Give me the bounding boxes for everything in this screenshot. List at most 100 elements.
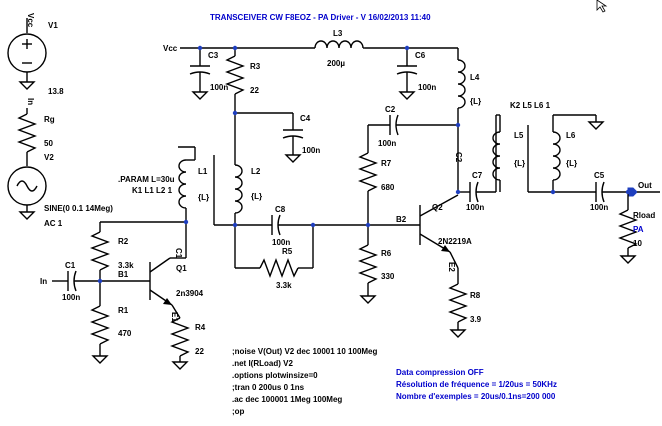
ac-directive: .ac dec 100001 1Meg 100Meg	[232, 395, 342, 404]
q1-label: Q1	[176, 264, 187, 273]
c3-label: C3	[208, 51, 219, 60]
c2-label: C2	[385, 105, 396, 114]
r6-value: 330	[381, 272, 395, 281]
rload-value: 10	[633, 239, 642, 248]
rg-resistor[interactable]	[17, 108, 37, 166]
r7-value: 680	[381, 183, 395, 192]
c5-value: 100n	[590, 203, 608, 212]
c8-value: 100n	[272, 238, 290, 247]
l1-label: L1	[198, 167, 208, 176]
e1-net-label: E1	[170, 312, 179, 322]
vcc-net-label: Vcc	[163, 44, 178, 53]
q2-value: 2N2219A	[438, 237, 472, 246]
samples-note: Nombre d'exemples = 20us/0.1ns=200 000	[396, 392, 556, 401]
r4-resistor[interactable]	[170, 317, 190, 370]
c7-value: 100n	[466, 203, 484, 212]
l2-label: L2	[251, 167, 261, 176]
r2-value: 3.3k	[118, 261, 134, 270]
c8-label: C8	[275, 205, 286, 214]
l4-label: L4	[470, 73, 480, 82]
c6-value: 100n	[418, 83, 436, 92]
r7-resistor[interactable]	[358, 152, 378, 224]
rload-resistor[interactable]	[618, 192, 638, 264]
q2-transistor[interactable]	[419, 194, 459, 269]
r8-label: R8	[470, 291, 481, 300]
op-directive: ;op	[232, 407, 245, 416]
c1-capacitor[interactable]	[52, 270, 150, 292]
c6-label: C6	[415, 51, 426, 60]
c1-net-label: C1	[174, 248, 183, 259]
q1-transistor[interactable]	[149, 222, 187, 319]
v2-ac: AC 1	[44, 219, 63, 228]
l4-inductor[interactable]	[457, 48, 466, 192]
c2-capacitor[interactable]	[367, 114, 458, 153]
c4-value: 100n	[302, 146, 320, 155]
r4-value: 22	[195, 347, 204, 356]
c4-capacitor[interactable]	[235, 112, 304, 163]
param-directive: .PARAM L=30u	[118, 175, 175, 184]
v2-label: V2	[44, 153, 54, 162]
r3-value: 22	[250, 86, 259, 95]
l6-label: L6	[566, 131, 576, 140]
k2-directive: K2 L5 L6 1	[510, 101, 551, 110]
v1-source[interactable]	[7, 18, 47, 90]
v1-value: 13.8	[48, 87, 64, 96]
l3-value: 200µ	[327, 59, 345, 68]
c3-capacitor[interactable]	[189, 48, 211, 100]
l3-label: L3	[333, 29, 343, 38]
b2-net-label: B2	[396, 215, 407, 224]
r3-resistor[interactable]	[225, 48, 245, 157]
c3-value: 100n	[210, 83, 228, 92]
tran-directive: ;tran 0 200us 0 1ns	[232, 383, 305, 392]
b1-net-label: B1	[118, 270, 129, 279]
q2-label: Q2	[432, 203, 443, 212]
l5-value: {L}	[514, 159, 525, 168]
r5-value: 3.3k	[276, 281, 292, 290]
in-net-label: In	[40, 277, 47, 286]
rg-value: 50	[44, 139, 53, 148]
l5-label: L5	[514, 131, 524, 140]
r6-label: R6	[381, 249, 392, 258]
c2-value: 100n	[378, 139, 396, 148]
l5-inductor[interactable]	[492, 114, 501, 192]
c6-capacitor[interactable]	[396, 48, 418, 100]
rg-label: Rg	[44, 115, 55, 124]
r1-value: 470	[118, 329, 132, 338]
l4-value: {L}	[470, 97, 481, 106]
r7-label: R7	[381, 159, 392, 168]
c7-label: C7	[472, 171, 483, 180]
k1-directive: K1 L1 L2 1	[132, 186, 173, 195]
l1-value: {L}	[198, 193, 209, 202]
c5-capacitor[interactable]	[595, 181, 628, 203]
l1-inductor[interactable]	[178, 146, 196, 222]
cursor-icon	[596, 0, 608, 13]
r8-value: 3.9	[470, 315, 482, 324]
l3-inductor[interactable]	[314, 40, 365, 49]
l2-value: {L}	[251, 192, 262, 201]
r2-label: R2	[118, 237, 129, 246]
l6-inductor[interactable]	[552, 114, 605, 192]
compression-note: Data compression OFF	[396, 368, 484, 377]
r5-resistor[interactable]	[234, 225, 314, 278]
r6-resistor[interactable]	[358, 225, 378, 304]
in-terminal-label-v2: In	[26, 98, 35, 105]
c1-label: C1	[65, 261, 76, 270]
q1-value: 2n3904	[176, 289, 204, 298]
v2-value: SINE(0 0.1 14Meg)	[44, 204, 113, 213]
r8-resistor[interactable]	[448, 268, 468, 338]
r1-resistor[interactable]	[90, 300, 110, 364]
c7-capacitor[interactable]	[458, 181, 496, 203]
e2-net-label: E2	[447, 262, 456, 272]
r4-label: R4	[195, 323, 206, 332]
pa-net-label: PA	[633, 225, 644, 234]
v2-source[interactable]	[7, 166, 47, 220]
c4-label: C4	[300, 114, 311, 123]
r2-resistor[interactable]	[90, 222, 110, 300]
options-directive: .options plotwinsize=0	[232, 371, 318, 380]
r3-label: R3	[250, 62, 261, 71]
l2-inductor[interactable]	[234, 157, 243, 225]
c8-capacitor[interactable]	[271, 214, 420, 236]
rload-label: Rload	[633, 211, 655, 220]
